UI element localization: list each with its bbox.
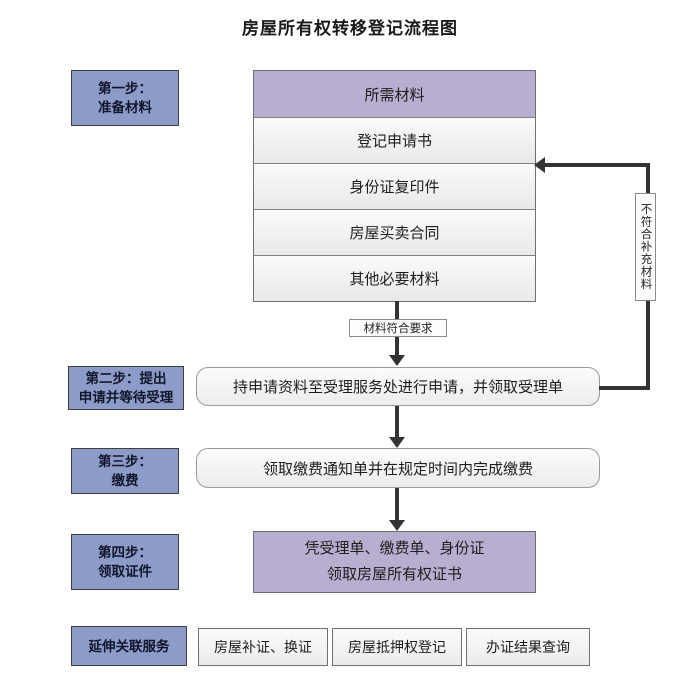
result-box-collect-certificate: 凭受理单、缴费单、身份证 领取房屋所有权证书 bbox=[253, 531, 536, 593]
edge-label-materials-fail: 不符合补充材料 bbox=[635, 193, 656, 301]
step-label-2: 第二步：提出 申请并等待受理 bbox=[68, 366, 184, 410]
step-label-3-line2: 缴费 bbox=[111, 473, 139, 488]
related-service-1-text: 房屋补证、换证 bbox=[214, 639, 312, 655]
process-box-apply: 持申请资料至受理服务处进行申请，并领取受理单 bbox=[196, 367, 600, 406]
step-label-2-line2: 申请并等待受理 bbox=[78, 390, 174, 405]
material-item-4: 其他必要材料 bbox=[254, 255, 535, 301]
step-label-1-line1: 第一步： bbox=[98, 81, 152, 96]
step-label-2-line1: 第二步：提出 bbox=[85, 371, 167, 386]
feedback-loop-top-segment bbox=[545, 163, 648, 167]
material-item-3: 房屋买卖合同 bbox=[254, 209, 535, 255]
arrowhead-pay-to-collect bbox=[389, 520, 405, 531]
material-item-2: 身份证复印件 bbox=[254, 163, 535, 209]
related-service-1[interactable]: 房屋补证、换证 bbox=[198, 628, 328, 666]
process-apply-text: 持申请资料至受理服务处进行申请，并领取受理单 bbox=[232, 379, 563, 396]
process-pay-text: 领取缴费通知单并在规定时间内完成缴费 bbox=[262, 460, 533, 478]
step-label-4-line2: 领取证件 bbox=[98, 564, 152, 579]
section-label-related-services: 延伸关联服务 bbox=[71, 626, 187, 666]
materials-header: 所需材料 bbox=[254, 71, 535, 117]
step-label-1: 第一步： 准备材料 bbox=[71, 70, 179, 126]
related-service-2-text: 房屋抵押权登记 bbox=[348, 639, 446, 655]
collect-line-2: 领取房屋所有权证书 bbox=[326, 566, 462, 583]
step-label-3: 第三步： 缴费 bbox=[71, 448, 179, 494]
connector-apply-to-pay bbox=[395, 406, 399, 439]
connector-pay-to-collect bbox=[395, 488, 399, 522]
related-service-2[interactable]: 房屋抵押权登记 bbox=[332, 628, 462, 666]
feedback-loop-bottom-segment bbox=[599, 386, 650, 390]
arrowhead-feedback-to-materials bbox=[534, 157, 545, 173]
material-item-1: 登记申请书 bbox=[254, 117, 535, 163]
step-label-4: 第四步： 领取证件 bbox=[71, 534, 179, 590]
edge-label-materials-pass: 材料符合要求 bbox=[349, 319, 447, 337]
step-label-1-line2: 准备材料 bbox=[98, 100, 152, 115]
related-services-label-text: 延伸关联服务 bbox=[88, 638, 170, 654]
step-label-4-line1: 第四步： bbox=[98, 545, 152, 560]
step-label-3-line1: 第三步： bbox=[98, 454, 152, 469]
page-title: 房屋所有权转移登记流程图 bbox=[242, 19, 458, 38]
required-materials-box: 所需材料 登记申请书 身份证复印件 房屋买卖合同 其他必要材料 bbox=[253, 70, 536, 302]
arrowhead-apply-to-pay bbox=[389, 437, 405, 448]
related-service-3[interactable]: 办证结果查询 bbox=[466, 628, 590, 666]
collect-line-1: 凭受理单、缴费单、身份证 bbox=[304, 540, 485, 557]
process-box-pay: 领取缴费通知单并在规定时间内完成缴费 bbox=[196, 448, 600, 488]
related-service-3-text: 办证结果查询 bbox=[486, 639, 570, 655]
arrowhead-materials-to-apply bbox=[389, 355, 405, 366]
